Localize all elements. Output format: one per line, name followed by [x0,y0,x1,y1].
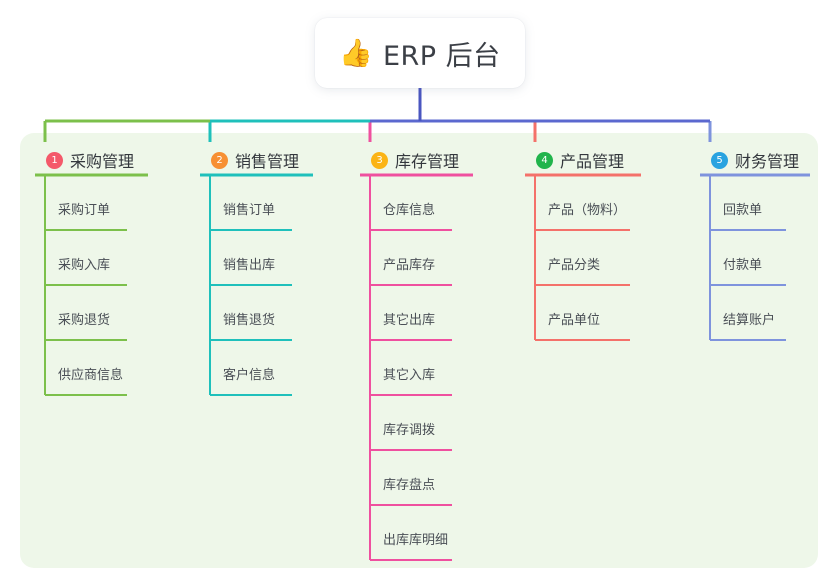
leaf-item-label: 出库库明细 [383,533,449,548]
branch-column-2: 2 销售管理销售订单销售出库销售退货客户信息 [200,146,313,394]
leaf-item[interactable]: 库存调拨 [360,394,442,449]
thumbs-up-icon: 👍 [339,37,373,69]
leaf-item[interactable]: 销售出库 [200,229,282,284]
leaf-item[interactable]: 供应商信息 [35,339,123,394]
branch-header-5[interactable]: 5 财务管理 [700,146,810,174]
branch-column-4: 4 产品管理产品（物料） 产品分类产品单位 [525,146,641,339]
branch-column-5: 5 财务管理回款单付款单结算账户 [700,146,810,339]
branch-title: 产品管理 [560,152,625,171]
leaf-item[interactable]: 采购退货 [35,284,117,339]
root-node[interactable]: 👍 ERP 后台 [315,18,525,88]
leaf-item[interactable]: 客户信息 [200,339,282,394]
leaf-item[interactable]: 销售订单 [200,174,282,229]
leaf-item-label: 付款单 [723,258,763,273]
leaf-item-label: 回款单 [723,203,763,218]
leaf-item-label: 产品单位 [548,313,601,328]
leaf-item[interactable]: 产品单位 [525,284,620,339]
branches-panel [20,133,818,568]
leaf-item[interactable]: 采购订单 [35,174,117,229]
branch-title: 采购管理 [70,152,135,171]
leaf-item-label: 客户信息 [223,368,276,383]
leaf-item-label: 销售订单 [223,203,276,218]
branch-header-3[interactable]: 3 库存管理 [360,146,473,174]
leaf-item[interactable]: 其它出库 [360,284,442,339]
branch-index-badge: 2 [211,151,228,169]
leaf-item-label: 采购退货 [58,313,111,328]
branch-title: 财务管理 [735,152,800,171]
root-node-label: ERP 后台 [382,40,501,72]
branch-column-3: 3 库存管理仓库信息产品库存其它出库其它入库库存调拨库存盘点出库库明细 [360,146,473,559]
leaf-item[interactable]: 出库库明细 [360,504,448,559]
branch-index-badge: 4 [536,151,553,169]
branch-title: 销售管理 [235,152,300,171]
branch-index-badge: 1 [46,151,63,169]
leaf-item[interactable]: 回款单 [700,174,776,229]
leaf-item-label: 结算账户 [723,313,776,328]
branch-index-badge: 5 [711,151,728,169]
leaf-item[interactable]: 销售退货 [200,284,282,339]
branch-title: 库存管理 [395,152,460,171]
leaf-item[interactable]: 结算账户 [700,284,776,339]
leaf-item[interactable]: 产品（物料） [525,174,626,229]
branch-header-4[interactable]: 4 产品管理 [525,146,641,174]
leaf-item-label: 仓库信息 [383,203,436,218]
branch-column-1: 1 采购管理采购订单采购入库采购退货供应商信息 [35,146,148,394]
branch-header-2[interactable]: 2 销售管理 [200,146,313,174]
leaf-item-label: 采购订单 [58,203,111,218]
leaf-item[interactable]: 采购入库 [35,229,117,284]
leaf-item-label: 其它出库 [383,313,436,328]
leaf-item[interactable]: 其它入库 [360,339,442,394]
leaf-item-label: 其它入库 [383,368,436,383]
leaf-item[interactable]: 产品库存 [360,229,442,284]
leaf-item-label: 库存盘点 [383,478,436,493]
leaf-item-label: 销售出库 [223,258,276,273]
leaf-item-label: 库存调拨 [383,423,436,438]
leaf-item-label: 销售退货 [223,313,276,328]
leaf-item-label: 产品（物料） [548,203,627,218]
branch-header-1[interactable]: 1 采购管理 [35,146,148,174]
leaf-item[interactable]: 仓库信息 [360,174,442,229]
leaf-item-label: 采购入库 [58,258,111,273]
leaf-item[interactable]: 库存盘点 [360,449,442,504]
leaf-item-label: 产品库存 [383,258,436,273]
branch-index-badge: 3 [371,151,388,169]
leaf-item-label: 供应商信息 [58,368,124,383]
leaf-item[interactable]: 付款单 [700,229,776,284]
leaf-item-label: 产品分类 [548,258,601,273]
leaf-item[interactable]: 产品分类 [525,229,620,284]
